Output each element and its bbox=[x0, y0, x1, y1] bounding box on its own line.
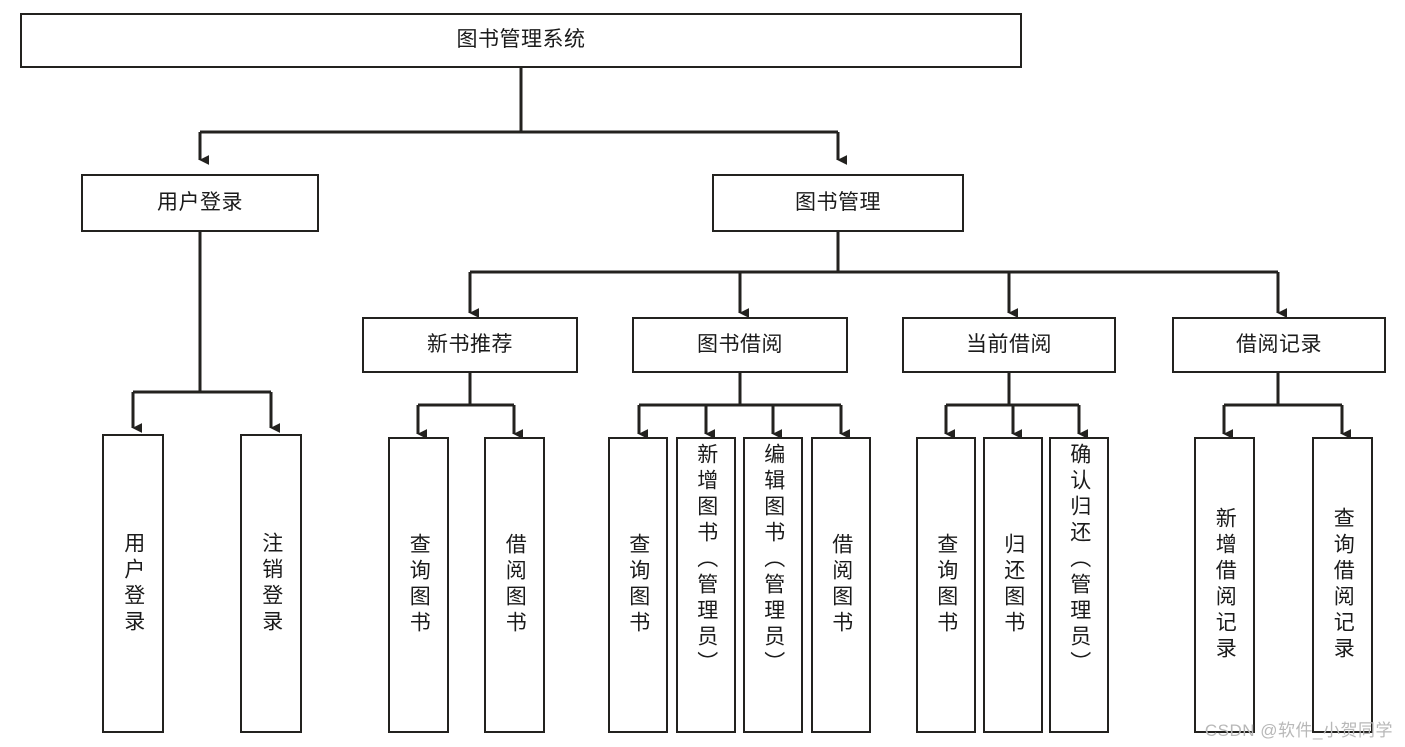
node-current-borrow[interactable]: 当前借阅 bbox=[902, 317, 1116, 373]
leaf-book-borrow-query-label: 查询图书 bbox=[626, 533, 650, 637]
leaf-new-book-query[interactable]: 查询图书 bbox=[388, 437, 449, 733]
leaf-current-borrow-query-label: 查询图书 bbox=[934, 533, 958, 637]
leaf-query-borrow-record[interactable]: 查询借阅记录 bbox=[1312, 437, 1373, 733]
leaf-book-edit-admin-label: 编辑图书（管理员） bbox=[761, 443, 785, 677]
node-new-book-recommend[interactable]: 新书推荐 bbox=[362, 317, 578, 373]
leaf-book-borrow-query[interactable]: 查询图书 bbox=[608, 437, 668, 733]
leaf-book-edit-admin[interactable]: 编辑图书（管理员） bbox=[743, 437, 803, 733]
node-user-login[interactable]: 用户登录 bbox=[81, 174, 319, 232]
leaf-new-book-query-label: 查询图书 bbox=[407, 533, 431, 637]
leaf-current-borrow-query[interactable]: 查询图书 bbox=[916, 437, 976, 733]
node-current-borrow-label: 当前借阅 bbox=[966, 332, 1052, 356]
leaf-book-borrow-action-label: 借阅图书 bbox=[829, 533, 853, 637]
node-root-label: 图书管理系统 bbox=[456, 28, 586, 52]
node-book-borrow[interactable]: 图书借阅 bbox=[632, 317, 848, 373]
leaf-add-borrow-record[interactable]: 新增借阅记录 bbox=[1194, 437, 1255, 733]
leaf-new-book-borrow[interactable]: 借阅图书 bbox=[484, 437, 545, 733]
leaf-query-borrow-record-label: 查询借阅记录 bbox=[1331, 507, 1355, 663]
node-book-management[interactable]: 图书管理 bbox=[712, 174, 964, 232]
leaf-confirm-return-admin-label: 确认归还（管理员） bbox=[1067, 443, 1091, 677]
leaf-user-logout[interactable]: 注销登录 bbox=[240, 434, 302, 733]
leaf-user-login[interactable]: 用户登录 bbox=[102, 434, 164, 733]
node-root-book-management-system[interactable]: 图书管理系统 bbox=[20, 13, 1022, 68]
leaf-book-borrow-action[interactable]: 借阅图书 bbox=[811, 437, 871, 733]
leaf-add-borrow-record-label: 新增借阅记录 bbox=[1213, 507, 1237, 663]
leaf-return-book[interactable]: 归还图书 bbox=[983, 437, 1043, 733]
leaf-confirm-return-admin[interactable]: 确认归还（管理员） bbox=[1049, 437, 1109, 733]
leaf-user-login-label: 用户登录 bbox=[121, 531, 145, 636]
leaf-book-add-admin[interactable]: 新增图书（管理员） bbox=[676, 437, 736, 733]
leaf-user-logout-label: 注销登录 bbox=[259, 531, 283, 636]
leaf-new-book-borrow-label: 借阅图书 bbox=[503, 533, 527, 637]
leaf-book-add-admin-label: 新增图书（管理员） bbox=[694, 443, 718, 677]
node-user-login-label: 用户登录 bbox=[157, 190, 243, 214]
leaf-return-book-label: 归还图书 bbox=[1001, 533, 1025, 637]
node-book-borrow-label: 图书借阅 bbox=[697, 332, 783, 356]
node-borrow-record-label: 借阅记录 bbox=[1236, 332, 1322, 356]
node-book-management-label: 图书管理 bbox=[795, 190, 881, 214]
node-borrow-record[interactable]: 借阅记录 bbox=[1172, 317, 1386, 373]
node-new-book-recommend-label: 新书推荐 bbox=[427, 332, 513, 356]
